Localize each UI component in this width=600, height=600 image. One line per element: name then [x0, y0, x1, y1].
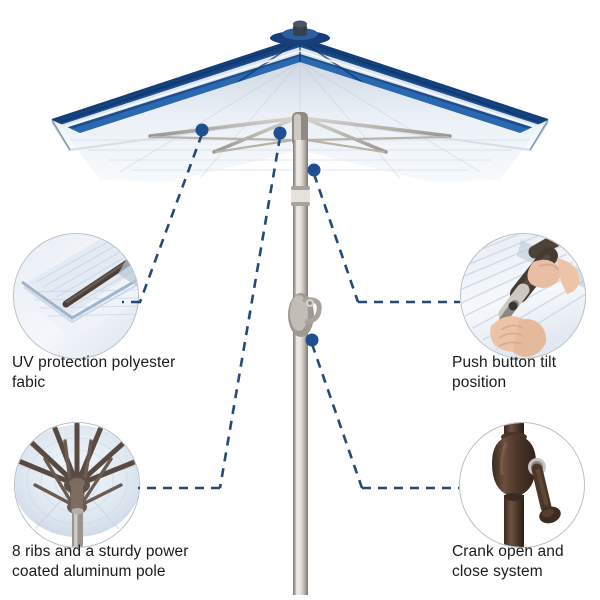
callout-fabric: [13, 233, 139, 359]
canopy-finial: [270, 20, 330, 45]
callout-tilt: [460, 233, 586, 359]
connector-tilt-diagonal: [312, 173, 360, 303]
fabric-detail-photo: [14, 234, 138, 358]
umbrella-pole: [291, 140, 310, 595]
push-button-tilt-photo: [461, 234, 585, 358]
strut-hub: [292, 112, 308, 146]
umbrella-ribs-photo: [15, 423, 139, 547]
connector-fabric-diagonal: [137, 133, 204, 304]
umbrella-struts: [148, 116, 452, 154]
connector-ribs-diagonal: [218, 136, 282, 489]
anchor-dot-crank: [305, 333, 319, 347]
anchor-dot-fabric: [195, 123, 209, 137]
connector-crank-diagonal: [310, 343, 364, 489]
caption-tilt: Push button tilt position: [452, 354, 557, 392]
caption-ribs: 8 ribs and a sturdy power coated aluminu…: [12, 543, 189, 581]
crank-handle-photo: [460, 423, 584, 547]
caption-fabric: UV protection polyester fabic: [12, 354, 176, 392]
anchor-dot-ribs: [273, 126, 287, 140]
anchor-dot-tilt: [307, 163, 321, 177]
crank-mechanism: [288, 293, 322, 337]
caption-crank: Crank open and close system: [452, 543, 564, 581]
callout-ribs: [14, 422, 140, 548]
callout-crank: [459, 422, 585, 548]
